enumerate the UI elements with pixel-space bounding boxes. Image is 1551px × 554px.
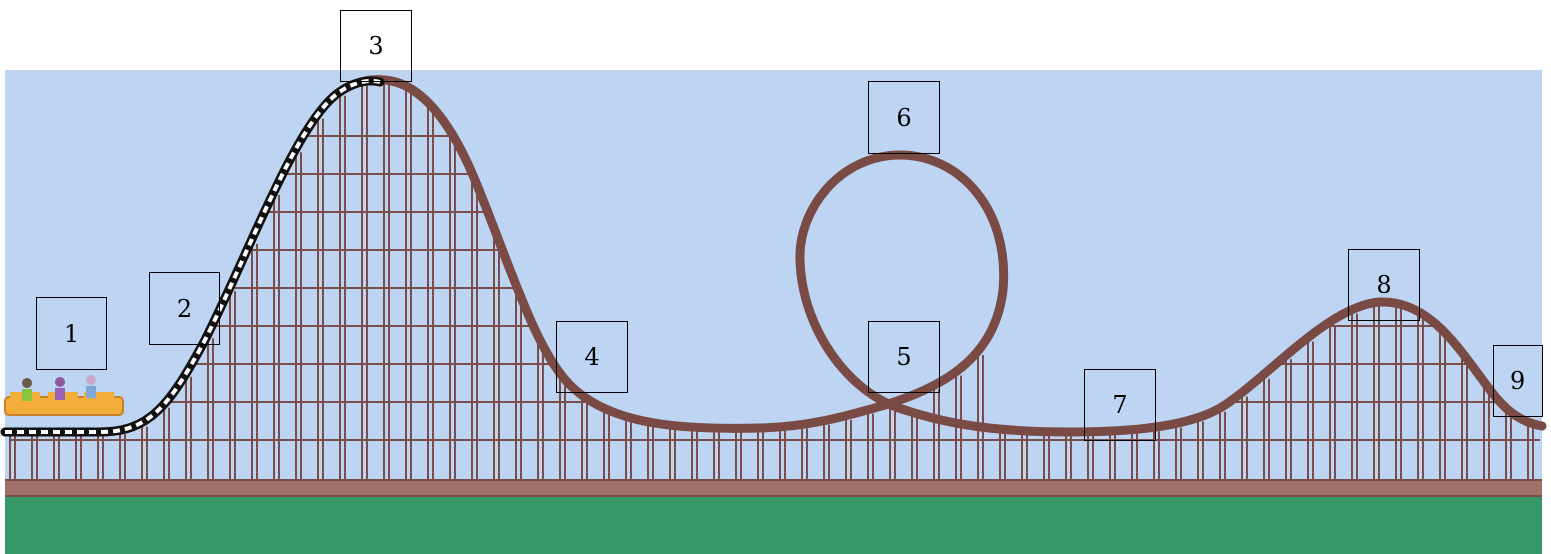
label-8: 8	[1348, 249, 1420, 321]
label-4: 4	[556, 321, 628, 393]
label-7: 7	[1084, 369, 1156, 441]
support-scaffolding	[9, 84, 1540, 480]
grass	[5, 496, 1542, 554]
label-9: 9	[1493, 345, 1543, 417]
ground-strip	[5, 480, 1542, 496]
label-3: 3	[340, 10, 412, 82]
lift-chain-links	[5, 79, 381, 434]
label-5: 5	[868, 321, 940, 393]
coaster-train	[4, 375, 124, 416]
label-2: 2	[149, 272, 220, 345]
label-6: 6	[868, 81, 940, 154]
label-1: 1	[36, 297, 107, 370]
